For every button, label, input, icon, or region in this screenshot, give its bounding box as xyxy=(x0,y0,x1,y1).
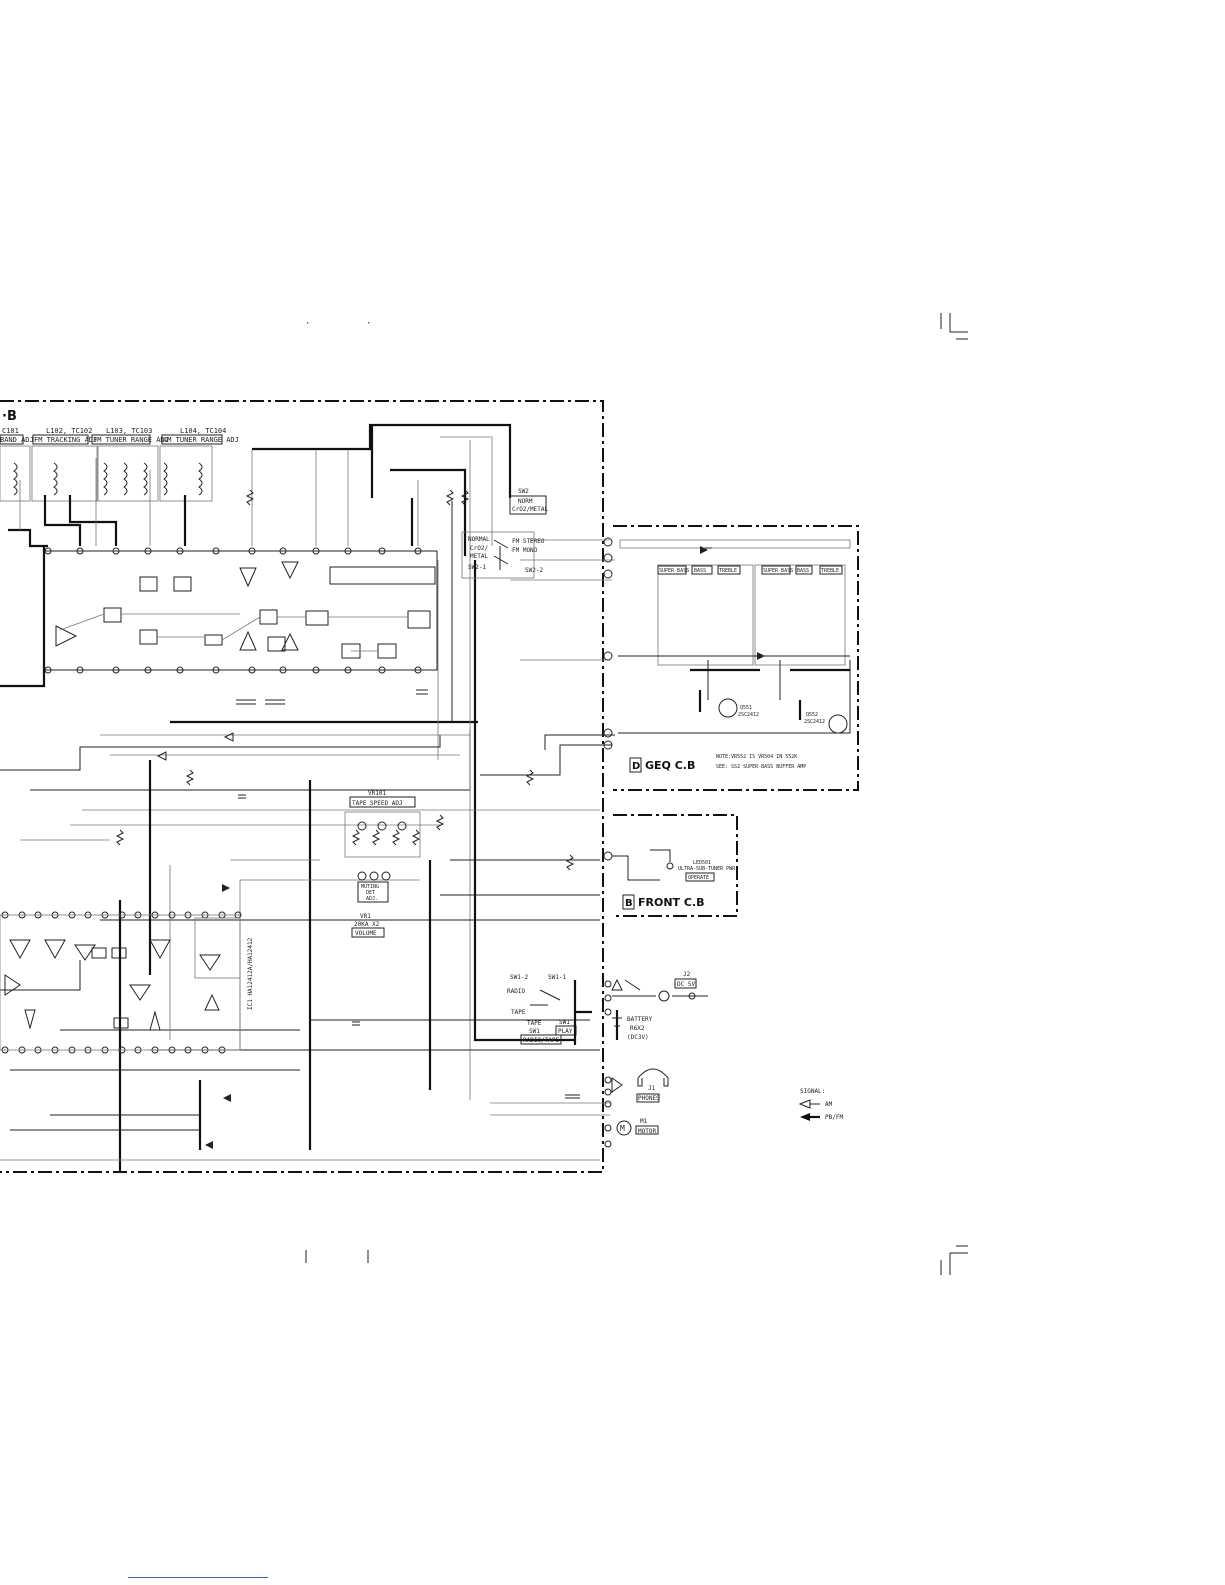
signal-legend-title: SIGNAL: xyxy=(800,1088,825,1095)
sw1-2-label: SW1-2 xyxy=(510,974,528,981)
registration-mark-top-right xyxy=(940,313,968,340)
tuner-heavy-wires xyxy=(0,423,575,1042)
headphone-ref: J1 xyxy=(648,1085,656,1092)
front-letter: B xyxy=(625,898,633,909)
tape-speed-trimmers xyxy=(344,811,421,881)
resistor-symbols xyxy=(115,489,575,871)
sw-radio: RADIO xyxy=(507,988,525,995)
coil-l102: L102, TC102 xyxy=(46,427,92,435)
sw1-label-2: SW1 xyxy=(529,1028,540,1035)
geq-q552-type: 2SC2412 xyxy=(804,719,825,725)
capacitor-symbols xyxy=(236,689,580,1099)
front-title: FRONT C.B xyxy=(638,896,705,909)
tuner-coil-labels: C101 BAND ADJ L102, TC102 FM TRACKING AD… xyxy=(0,427,239,445)
sw1-1-label: SW1-1 xyxy=(548,974,566,981)
geq-q551: Q551 xyxy=(740,705,752,711)
volume-value: 20KA X2 xyxy=(354,921,380,928)
volume-ref: VR1 xyxy=(360,913,371,920)
sw-tape: TAPE xyxy=(511,1009,526,1016)
geq-q552: Q552 xyxy=(806,712,818,718)
front-led: LED501 xyxy=(693,860,711,866)
sw-radio-tape: RADIO/TAPE xyxy=(523,1037,560,1044)
coil-l102-note: FM TRACKING ADJ xyxy=(34,436,97,444)
geq-band-5: BASS xyxy=(797,568,809,574)
muting-label-3: ADJ. xyxy=(366,896,378,902)
battery-voltage: (DC3V) xyxy=(627,1034,649,1041)
battery-symbol xyxy=(612,1010,622,1040)
coil-l103-note: FM TUNER RANGE ADJ xyxy=(93,436,169,444)
tuner-ic-block xyxy=(43,547,438,674)
muting-label-2: DET xyxy=(366,890,375,896)
headphone-label: PHONES xyxy=(638,1095,660,1102)
tape-speed-ref: VR101 xyxy=(368,790,386,797)
battery-label: BATTERY xyxy=(627,1016,653,1023)
crop-mark-top-2: · xyxy=(366,319,371,329)
tape-speed-label: TAPE SPEED ADJ xyxy=(352,800,403,807)
sw2-ref: SW2 xyxy=(518,488,529,495)
sw1-play: PLAY xyxy=(558,1028,573,1035)
main-board-border xyxy=(0,400,604,1173)
sw-tape-2: TAPE xyxy=(527,1020,542,1027)
sw1-label: SW1 xyxy=(559,1019,570,1026)
dc-jack xyxy=(611,978,708,1002)
front-led-desc: ULTRA-SUB-TUNER PWR xyxy=(678,866,736,872)
volume-label: VOLUME xyxy=(355,930,377,937)
lower-ic-pins xyxy=(0,911,242,1054)
muting-label-1: MUTING xyxy=(361,884,379,890)
signal-legend xyxy=(798,1099,820,1121)
sw2-1-label: SW2-1 xyxy=(468,564,486,571)
schematic-wiring xyxy=(0,436,615,1172)
coil-l104-note: AM TUNER RANGE ADJ xyxy=(163,436,239,444)
sw-crome: CrO2/ xyxy=(470,545,488,552)
geq-band-1: SUPER BASS xyxy=(659,568,689,574)
dc-jack-label: DC 5V xyxy=(677,981,695,988)
geq-note-1: NOTE:VR552 IS VR504 IN 552K xyxy=(716,754,797,760)
signal-legend-am: AM xyxy=(825,1101,833,1108)
geq-band-labels: SUPER BASS BASS TREBLE SUPER BASS BASS T… xyxy=(657,565,843,575)
geq-band-6: TREBLE xyxy=(821,568,839,574)
motor-ref: M1 xyxy=(640,1118,648,1125)
dc-jack-ref: J2 xyxy=(683,971,691,978)
signal-arrows xyxy=(156,546,765,1149)
bottom-link-underline xyxy=(128,1577,268,1578)
registration-mark-bottom-right xyxy=(940,1245,968,1275)
sw2-line1: NORM xyxy=(518,498,533,505)
front-operate: OPERATE xyxy=(688,875,709,881)
sw-metal: METAL xyxy=(470,553,488,560)
crop-mark-bottom xyxy=(305,1250,369,1263)
sw-fm-stereo: FM STEREO xyxy=(512,538,545,545)
headphone-jack xyxy=(611,1068,669,1103)
crop-mark-top: · xyxy=(305,319,310,329)
connector-column xyxy=(603,537,613,1148)
motor-symbol: M xyxy=(616,1120,659,1136)
motor-label: MOTOR xyxy=(638,1128,656,1135)
geq-note-2: SEE: SS2 SUPER BASS BUFFER AMP xyxy=(716,764,806,770)
ic1-label: IC1 HA12412A/HA12412 xyxy=(247,937,254,1010)
coil-c101: C101 xyxy=(2,427,19,435)
sw-fm-mono: FM MONO xyxy=(512,547,538,554)
geq-title: GEQ C.B xyxy=(645,759,695,772)
geq-band-2: BASS xyxy=(694,568,706,574)
geq-board xyxy=(613,525,859,791)
geq-letter: D xyxy=(632,761,640,772)
sw2-line2: CrO2/METAL xyxy=(512,506,549,513)
battery-cells: R6X2 xyxy=(630,1025,645,1032)
coil-l103: L103, TC103 xyxy=(106,427,152,435)
svg-text:M: M xyxy=(620,1124,625,1133)
geq-q551-type: 2SC2412 xyxy=(738,712,759,718)
sw-normal: NORMAL xyxy=(468,536,490,543)
coil-l104: L104, TC104 xyxy=(180,427,226,435)
main-board-title: ·B xyxy=(2,409,17,424)
tuner-coils xyxy=(0,445,213,502)
front-board xyxy=(612,814,738,917)
coil-c101-note: BAND ADJ xyxy=(0,436,34,444)
signal-legend-pb: PB/FM xyxy=(825,1114,843,1121)
geq-band-4: SUPER BASS xyxy=(763,568,793,574)
geq-band-3: TREBLE xyxy=(719,568,737,574)
